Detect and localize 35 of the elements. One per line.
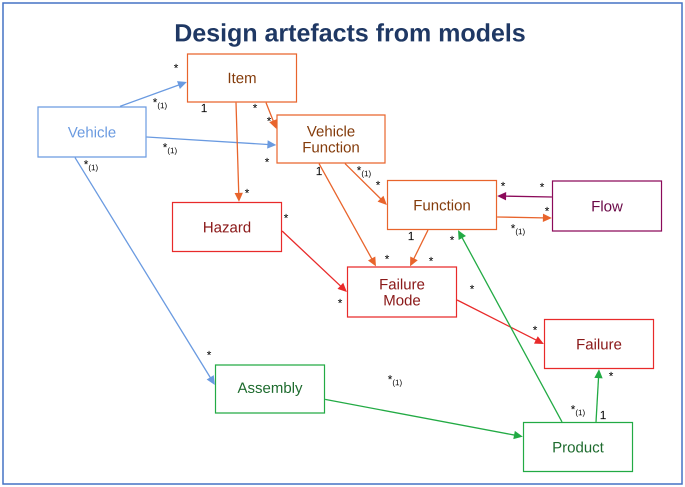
class-box: Hazard: [172, 202, 282, 252]
multiplicity-label: *: [428, 256, 434, 262]
multiplicity-label: 1: [408, 232, 414, 240]
multiplicity-label: *: [266, 116, 272, 122]
multiplicity-label: *: [206, 350, 212, 356]
class-box: Product: [522, 422, 634, 472]
class-box: Assembly: [214, 364, 326, 414]
class-box: Function: [386, 180, 498, 230]
multiplicity-label: *: [500, 182, 506, 186]
multiplicity-label: *: [384, 254, 390, 260]
class-box: Item: [186, 53, 298, 103]
multiplicity-label: *: [470, 284, 474, 290]
multiplicity-label: *: [376, 180, 380, 186]
multiplicity-label: *: [608, 372, 614, 376]
multiplicity-label: *$_{(1)}$: [570, 405, 585, 417]
multiplicity-label: *: [252, 104, 258, 108]
class-box: Failure: [544, 318, 654, 370]
multiplicity-label: *$_{(1)}$: [152, 98, 167, 110]
multiplicity-label: *: [540, 182, 544, 188]
multiplicity-label: *: [532, 326, 538, 330]
multiplicity-label: *$_{(1)}$: [356, 166, 371, 178]
multiplicity-label: *: [544, 206, 550, 212]
class-box: Vehicle Function: [276, 114, 386, 164]
multiplicity-label: *: [450, 236, 454, 240]
multiplicity-label: *: [244, 188, 250, 194]
multiplicity-label: *$_{(1)}$: [84, 160, 98, 172]
multiplicity-label: *$_{(1)}$: [388, 375, 402, 387]
class-box: Flow: [552, 180, 662, 232]
multiplicity-label: *$_{(1)}$: [162, 143, 177, 155]
multiplicity-label: *$_{(1)}$: [510, 224, 525, 236]
multiplicity-label: 1: [600, 410, 606, 420]
title: Design artefacts from models: [176, 23, 525, 47]
class-box: Failure Mode: [346, 266, 458, 318]
multiplicity-label: 1: [316, 166, 322, 176]
class-box: Vehicle: [37, 106, 147, 158]
